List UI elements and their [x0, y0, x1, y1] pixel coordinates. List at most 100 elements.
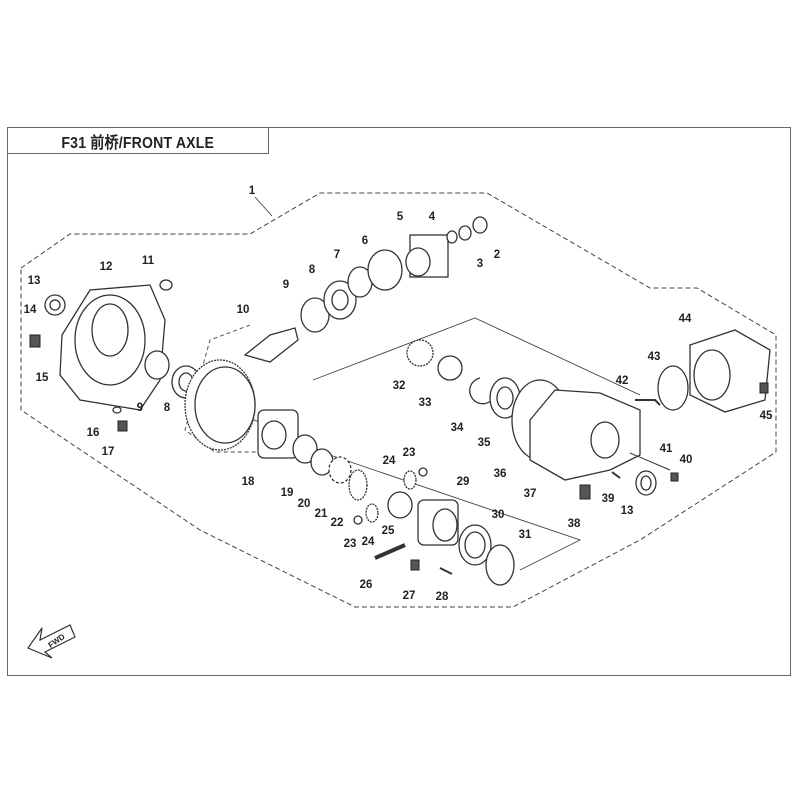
- assembly-outline: [20, 192, 777, 608]
- callout-44: 44: [679, 313, 692, 325]
- callout-29: 29: [457, 476, 470, 488]
- right-housing: [529, 389, 641, 481]
- callout-13: 13: [28, 275, 41, 287]
- callout-39: 39: [602, 493, 615, 505]
- callout-33: 33: [419, 397, 432, 409]
- oil-seal: [367, 249, 403, 291]
- callout-8: 8: [309, 264, 316, 276]
- bearing: [323, 280, 357, 320]
- callout-23: 23: [344, 538, 357, 550]
- bearing-carrier: [257, 409, 299, 459]
- left-housing: [59, 284, 166, 411]
- o-ring: [657, 365, 689, 411]
- callout-9: 9: [283, 279, 289, 291]
- callout-11: 11: [142, 255, 155, 267]
- callout-20: 20: [298, 498, 311, 510]
- callout-10: 10: [237, 304, 250, 316]
- callout-17: 17: [102, 446, 115, 458]
- callout-30: 30: [492, 509, 505, 521]
- callout-24: 24: [383, 455, 396, 467]
- spline-shaft: [437, 355, 463, 381]
- callout-36: 36: [494, 468, 507, 480]
- side-gear: [348, 469, 368, 501]
- input-flange: [405, 234, 449, 278]
- callout-4: 4: [429, 211, 436, 223]
- callout-1: 1: [249, 185, 256, 197]
- pin: [439, 567, 453, 575]
- oil-seal: [635, 470, 657, 496]
- callout-32: 32: [393, 380, 406, 392]
- shim: [292, 434, 318, 464]
- callout-15: 15: [36, 372, 49, 384]
- callout-12: 12: [100, 261, 113, 273]
- title-box: F31 前桥/FRONT AXLE: [7, 127, 269, 154]
- bolt: [579, 484, 591, 500]
- spline-coupler: [406, 339, 434, 367]
- callout-43: 43: [648, 351, 661, 363]
- callout-45: 45: [760, 410, 773, 422]
- callout-21: 21: [315, 508, 328, 520]
- washer: [353, 515, 363, 525]
- bolt: [117, 420, 128, 432]
- side-gear: [387, 491, 413, 519]
- callout-26: 26: [360, 579, 373, 591]
- callout-27: 27: [403, 590, 416, 602]
- nut: [472, 216, 488, 234]
- callout-25: 25: [382, 525, 395, 537]
- callout-40: 40: [680, 454, 693, 466]
- o-ring: [144, 350, 170, 380]
- thrust-washer: [328, 456, 352, 484]
- callout-5: 5: [397, 211, 404, 223]
- bearing: [458, 524, 492, 566]
- pinion-gear: [403, 470, 417, 490]
- subgroup-outline: [312, 317, 641, 396]
- callout-9: 9: [137, 402, 143, 414]
- diagram-frame: [7, 127, 791, 676]
- rod: [629, 452, 671, 471]
- callout-31: 31: [519, 529, 532, 541]
- washer: [112, 406, 122, 414]
- callout-24: 24: [362, 536, 375, 548]
- wire-clip: [635, 399, 661, 406]
- bearing: [489, 377, 521, 419]
- actuator: [689, 329, 771, 413]
- cross-shaft: [374, 543, 406, 560]
- ring-gear: [184, 359, 256, 451]
- oil-seal: [44, 294, 66, 316]
- callout-23: 23: [403, 447, 416, 459]
- callout-34: 34: [451, 422, 464, 434]
- forward-direction-arrow: FWD: [27, 624, 76, 659]
- callout-2: 2: [494, 249, 500, 261]
- drain-plug: [29, 334, 41, 348]
- callout-16: 16: [87, 427, 100, 439]
- page-title: F31 前桥/FRONT AXLE: [61, 134, 215, 152]
- bolt: [759, 382, 769, 394]
- washer: [458, 225, 472, 241]
- shim: [300, 297, 330, 333]
- callout-19: 19: [281, 487, 294, 499]
- callout-14: 14: [24, 304, 37, 316]
- o-ring: [485, 544, 515, 586]
- callout-41: 41: [660, 443, 673, 455]
- callout-35: 35: [478, 437, 491, 449]
- callout-7: 7: [334, 249, 340, 261]
- callout-37: 37: [524, 488, 537, 500]
- leader-line: [254, 196, 273, 217]
- callout-22: 22: [331, 517, 344, 529]
- callout-3: 3: [477, 258, 483, 270]
- stud: [611, 471, 621, 479]
- pinion-gear: [365, 503, 379, 523]
- bushing: [159, 279, 173, 291]
- callout-8: 8: [164, 402, 171, 414]
- differential-case: [417, 499, 459, 546]
- callout-6: 6: [362, 235, 368, 247]
- bolt: [410, 559, 420, 571]
- callout-13: 13: [621, 505, 634, 517]
- callout-42: 42: [616, 375, 629, 387]
- gear-group-outline: [184, 324, 260, 453]
- callout-labels: 1234567891011121314151617891819202122232…: [24, 185, 773, 603]
- washer: [418, 467, 428, 477]
- washer: [446, 230, 458, 244]
- screw: [670, 472, 679, 482]
